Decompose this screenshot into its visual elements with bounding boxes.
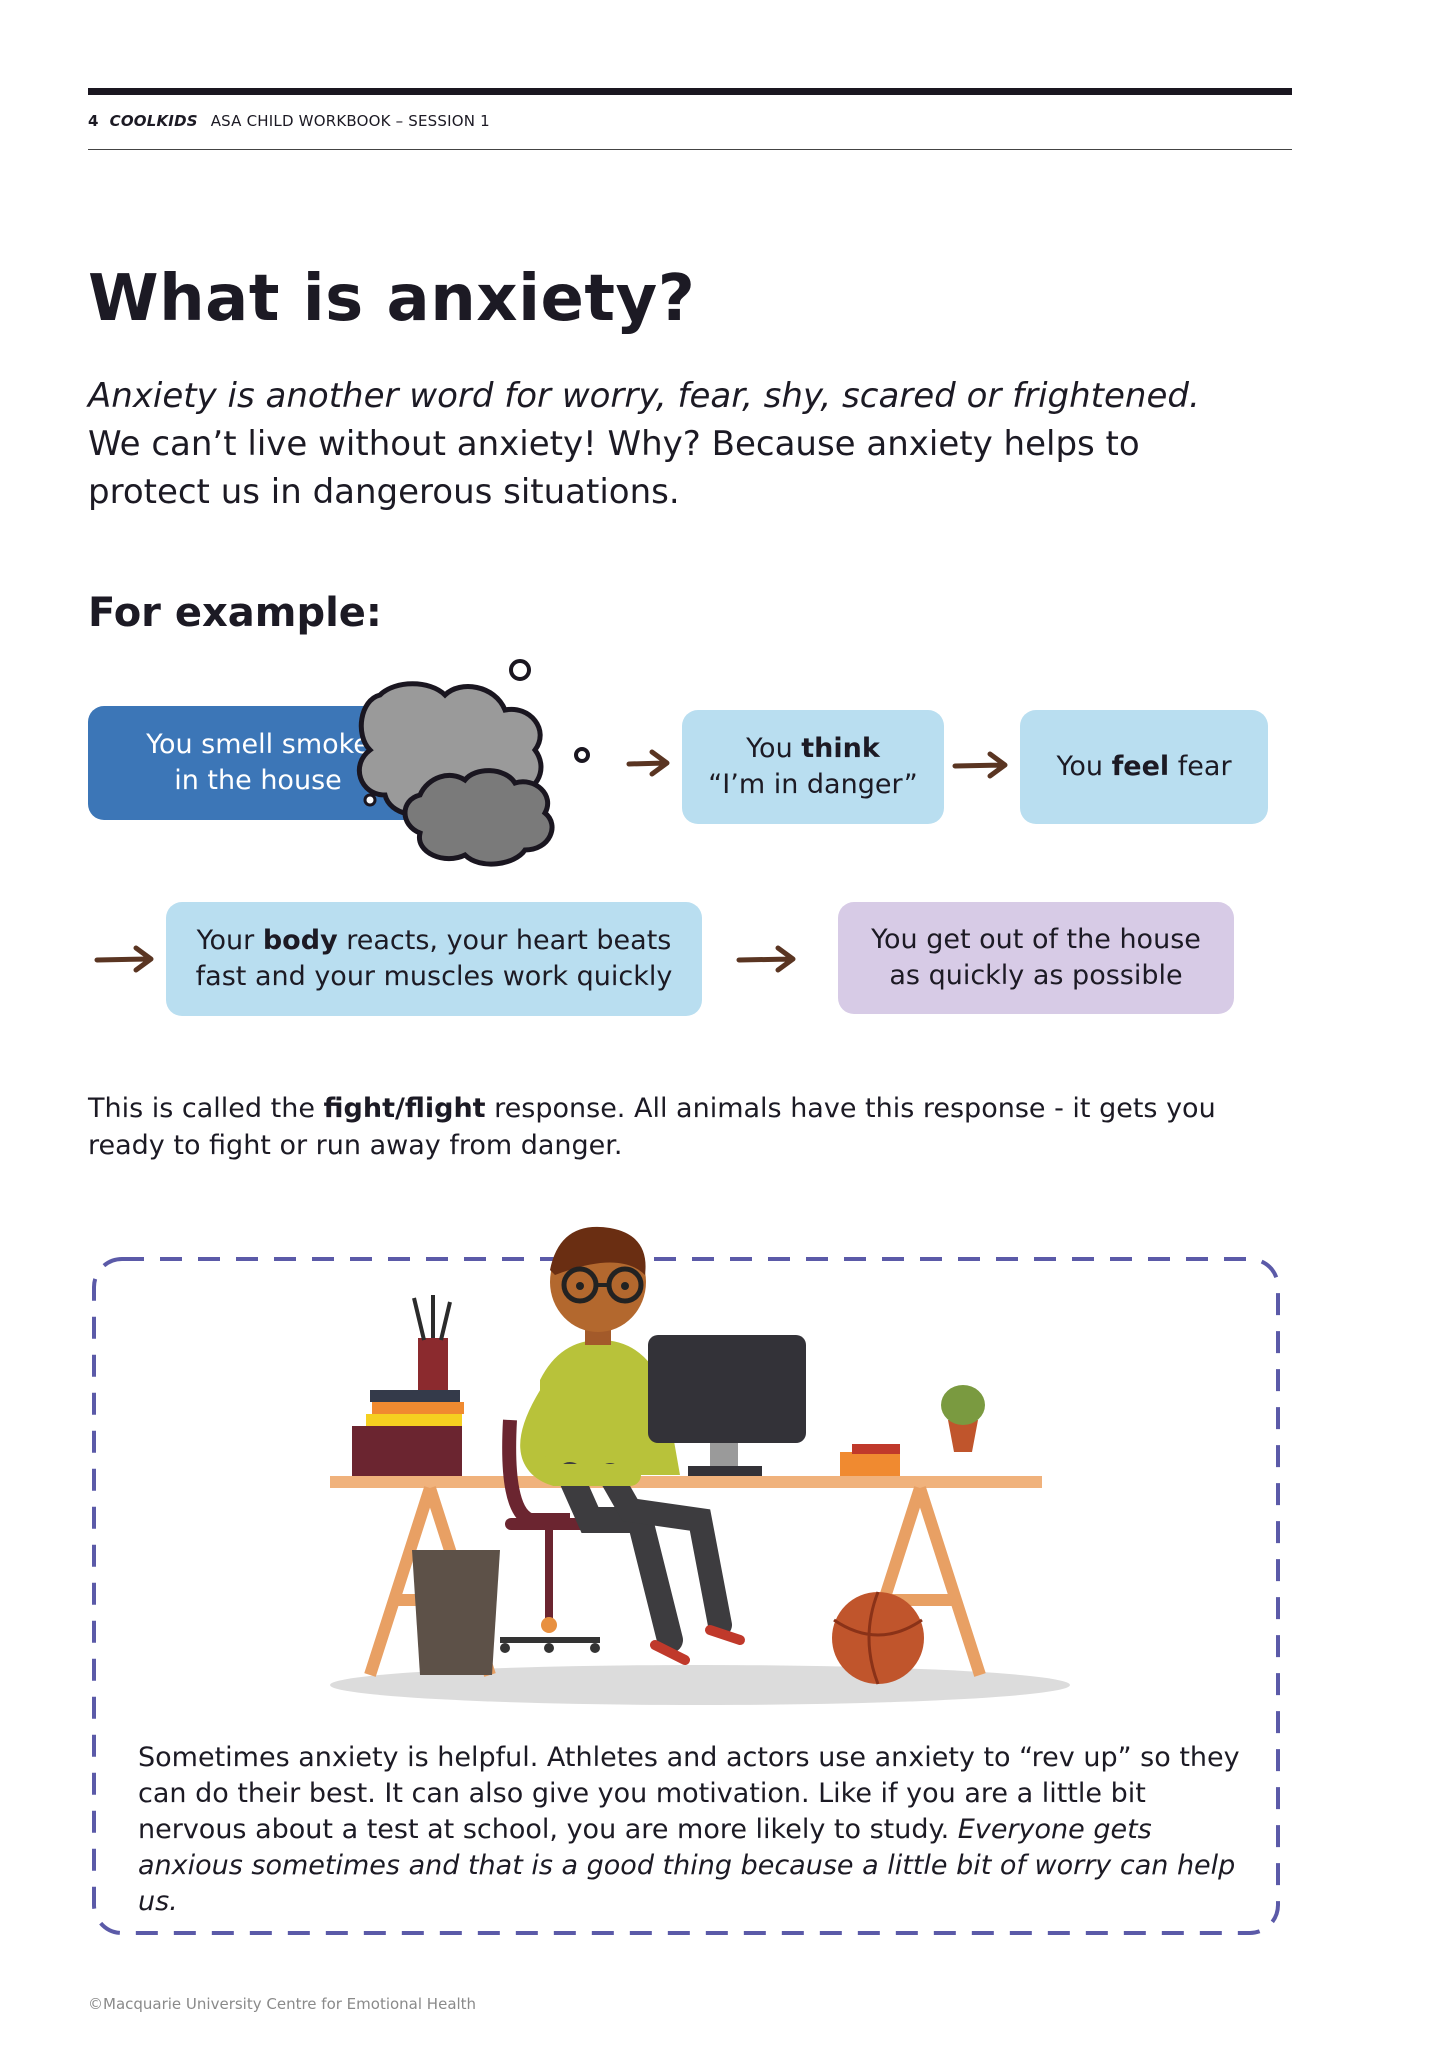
step3-pre: You: [1056, 751, 1112, 782]
flow-step-get-out: You get out of the house as quickly as p…: [838, 902, 1234, 1014]
page-title: What is anxiety?: [88, 262, 696, 336]
step3-post: fear: [1169, 751, 1232, 782]
arrow-right-icon: [952, 751, 1008, 779]
arrow-right-icon: [94, 945, 154, 973]
ff-post: response. All animals have this response…: [88, 1093, 1216, 1161]
flow-step-think-danger: You think “I’m in danger”: [682, 710, 944, 824]
running-header: 4 COOLKIDS ASA CHILD WORKBOOK – SESSION …: [88, 112, 490, 130]
fight-flight-paragraph: This is called the fight/flight response…: [88, 1090, 1288, 1164]
brand-logo: COOLKIDS: [109, 112, 198, 130]
step4-post: reacts, your heart beats: [337, 925, 672, 956]
boy-at-computer-illustration: [330, 1226, 1070, 1705]
page-number: 4: [88, 112, 99, 130]
example-heading: For example:: [88, 590, 382, 636]
step2-line1: You think: [708, 731, 917, 767]
intro-rest: We can’t live without anxiety! Why? Beca…: [88, 424, 1140, 512]
flow-step-feel-fear: You feel fear: [1020, 710, 1268, 824]
step5-line2: as quickly as possible: [889, 960, 1183, 991]
step2-pre: You: [746, 733, 802, 764]
step3-line: You feel fear: [1056, 749, 1231, 785]
header-subtitle: ASA CHILD WORKBOOK – SESSION 1: [210, 112, 490, 130]
helpful-anxiety-paragraph: Sometimes anxiety is helpful. Athletes a…: [138, 1740, 1248, 1920]
step2-line2: “I’m in danger”: [708, 769, 918, 800]
step4-bold: body: [262, 925, 338, 956]
helpful-plain: Sometimes anxiety is helpful. Athletes a…: [138, 1742, 1240, 1845]
step5-line1: You get out of the house: [871, 924, 1201, 955]
arrow-right-icon: [736, 945, 796, 973]
smoke-cloud-icon: [356, 659, 590, 867]
step2-bold: think: [801, 733, 880, 764]
step3-bold: feel: [1111, 751, 1170, 782]
step1-line2: in the house: [174, 765, 342, 796]
ff-bold: fight/flight: [323, 1093, 486, 1124]
dashed-callout-border: [92, 1257, 1280, 1935]
arrow-right-icon: [626, 749, 670, 777]
header-top-rule: [88, 88, 1292, 95]
header-bottom-rule: [88, 149, 1292, 150]
step1-line1: You smell smoke: [146, 729, 370, 760]
helpful-italic: Everyone gets anxious sometimes and that…: [138, 1814, 1236, 1917]
step4-line2: fast and your muscles work quickly: [195, 961, 673, 992]
flow-step-body-reacts: Your body reacts, your heart beats fast …: [166, 902, 702, 1016]
copyright-footer: ©Macquarie University Centre for Emotion…: [88, 1995, 477, 2013]
step4-pre: Your: [196, 925, 263, 956]
ff-pre: This is called the: [88, 1093, 324, 1124]
intro-italic: Anxiety is another word for worry, fear,…: [88, 376, 1200, 416]
intro-paragraph: Anxiety is another word for worry, fear,…: [88, 372, 1238, 516]
step4-line1: Your body reacts, your heart beats: [196, 923, 673, 959]
